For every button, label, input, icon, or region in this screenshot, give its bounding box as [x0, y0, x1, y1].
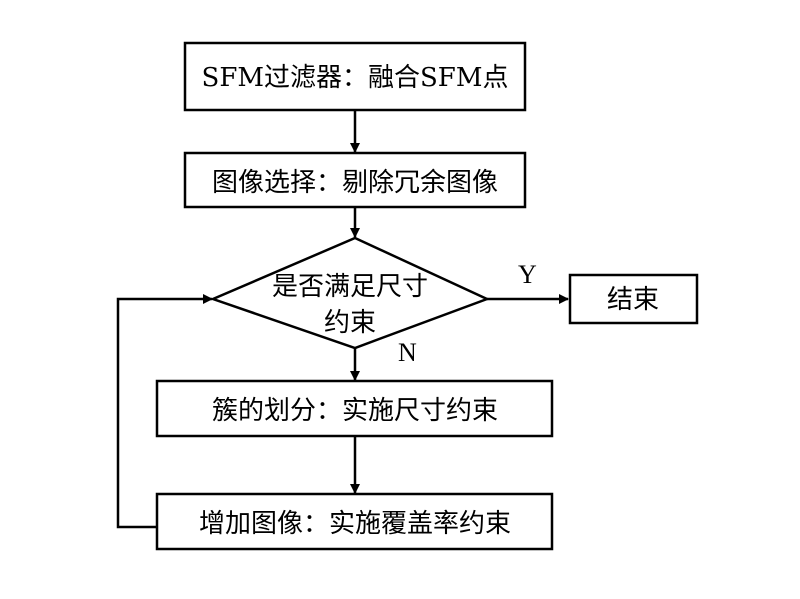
cluster-divide-text: 簇的划分：实施尺寸约束: [212, 396, 498, 426]
sfm-filter-box: [183, 41, 527, 112]
image-select-text: 图像选择：剔除冗余图像: [212, 168, 498, 198]
image-select-box: [183, 151, 527, 209]
end-box: [568, 273, 699, 325]
decision-text-line2: 约束: [324, 308, 376, 338]
yes-label: Y: [518, 260, 537, 289]
sfm-filter-text: SFM过滤器：融合SFM点: [202, 63, 509, 93]
arrow-feedback-loop: [116, 294, 213, 529]
no-label: N: [398, 338, 417, 367]
add-image-box: [155, 492, 554, 551]
decision-text-line1: 是否满足尺寸: [272, 272, 428, 302]
add-image-text: 增加图像：实施覆盖率约束: [199, 509, 511, 539]
end-text: 结束: [607, 285, 659, 315]
